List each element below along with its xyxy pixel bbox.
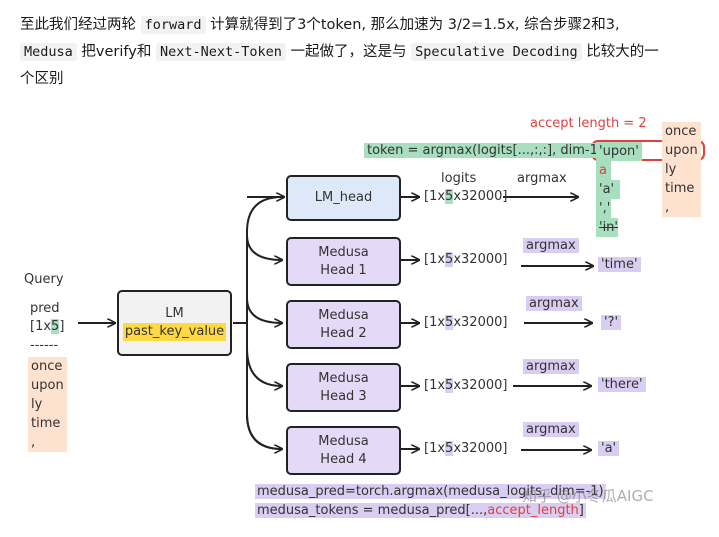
head-2-logits-shape: [1x5x32000] bbox=[424, 315, 508, 330]
intro-text: 一起做了，这是与 bbox=[285, 44, 412, 60]
token-item: once bbox=[662, 122, 701, 141]
accept-length-label: accept length = 2 bbox=[530, 116, 647, 131]
intro-text: 个区别 bbox=[20, 71, 64, 87]
intro-paragraph: 至此我们经过两轮 forward 计算就得到了3个token, 那么加速为 3/… bbox=[20, 12, 710, 93]
token-item: upon bbox=[662, 141, 701, 160]
token-item: once bbox=[28, 357, 67, 376]
query-label: Query bbox=[24, 272, 64, 287]
code-next-next-token: Next-Next-Token bbox=[155, 43, 286, 61]
head-1-token: 'time' bbox=[598, 257, 641, 272]
head-2-token: '?' bbox=[601, 315, 622, 330]
medusa-pred-code: medusa_pred=torch.argmax(medusa_logits, … bbox=[255, 484, 606, 499]
head-3-token: 'there' bbox=[598, 377, 646, 392]
pred-shape: [1x5] bbox=[30, 319, 65, 334]
intro-text: 把verify和 bbox=[76, 44, 156, 60]
head-4-token: 'a' bbox=[598, 441, 620, 456]
pred-label: pred bbox=[30, 301, 60, 316]
query-divider: ------ bbox=[30, 338, 59, 353]
logits-label: logits bbox=[441, 171, 477, 186]
medusa-tokens-code: medusa_tokens = medusa_pred[...,accept_l… bbox=[255, 503, 586, 518]
token-item: , bbox=[662, 198, 701, 217]
head-3-logits-shape: [1x5x32000] bbox=[424, 378, 508, 393]
token-formula: token = argmax(logits[...,:,:], dim-1) bbox=[364, 143, 606, 158]
token-item: ly bbox=[662, 160, 701, 179]
token-item: upon bbox=[28, 376, 67, 395]
code-speculative-decoding: Speculative Decoding bbox=[411, 43, 582, 61]
argmax-label-lm-head: argmax bbox=[517, 171, 567, 186]
code-medusa: Medusa bbox=[20, 43, 77, 61]
code-forward: forward bbox=[140, 16, 206, 34]
argmax-label-head-2: argmax bbox=[526, 296, 582, 311]
argmax-label-head-1: argmax bbox=[523, 238, 579, 253]
lm-box: LM past_key_value bbox=[117, 290, 232, 356]
token-item: time bbox=[28, 414, 67, 433]
token-item: ly bbox=[28, 395, 67, 414]
lm-head-token-column: 'upon' a 'a' ',' 'in' bbox=[596, 142, 642, 237]
intro-text: 计算就得到了3个token, 那么加速为 3/2=1.5x, 综合步骤2和3, bbox=[205, 17, 620, 33]
argmax-label-head-3: argmax bbox=[523, 359, 579, 374]
lm-box-title: LM bbox=[165, 306, 184, 321]
intro-text: 比较大的一 bbox=[581, 44, 659, 60]
head-4-logits-shape: [1x5x32000] bbox=[424, 441, 508, 456]
argmax-label-head-4: argmax bbox=[523, 422, 579, 437]
accept-length-var: accept_length bbox=[487, 503, 579, 518]
intro-text: 至此我们经过两轮 bbox=[20, 17, 141, 33]
lm-head-label: LM_head bbox=[314, 190, 373, 205]
lm-head-logits-shape: [1x5x32000] bbox=[424, 189, 508, 204]
medusa-diagram: accept length = 2 token = argmax(logits[… bbox=[0, 100, 719, 537]
head-1-logits-shape: [1x5x32000] bbox=[424, 252, 508, 267]
watermark: 知乎 @小冬瓜AIGC bbox=[522, 487, 654, 505]
token-item: time bbox=[662, 179, 701, 198]
token-item: , bbox=[28, 433, 67, 452]
past-key-value-label: past_key_value bbox=[122, 323, 227, 341]
lm-head-box: LM_head bbox=[286, 175, 401, 221]
